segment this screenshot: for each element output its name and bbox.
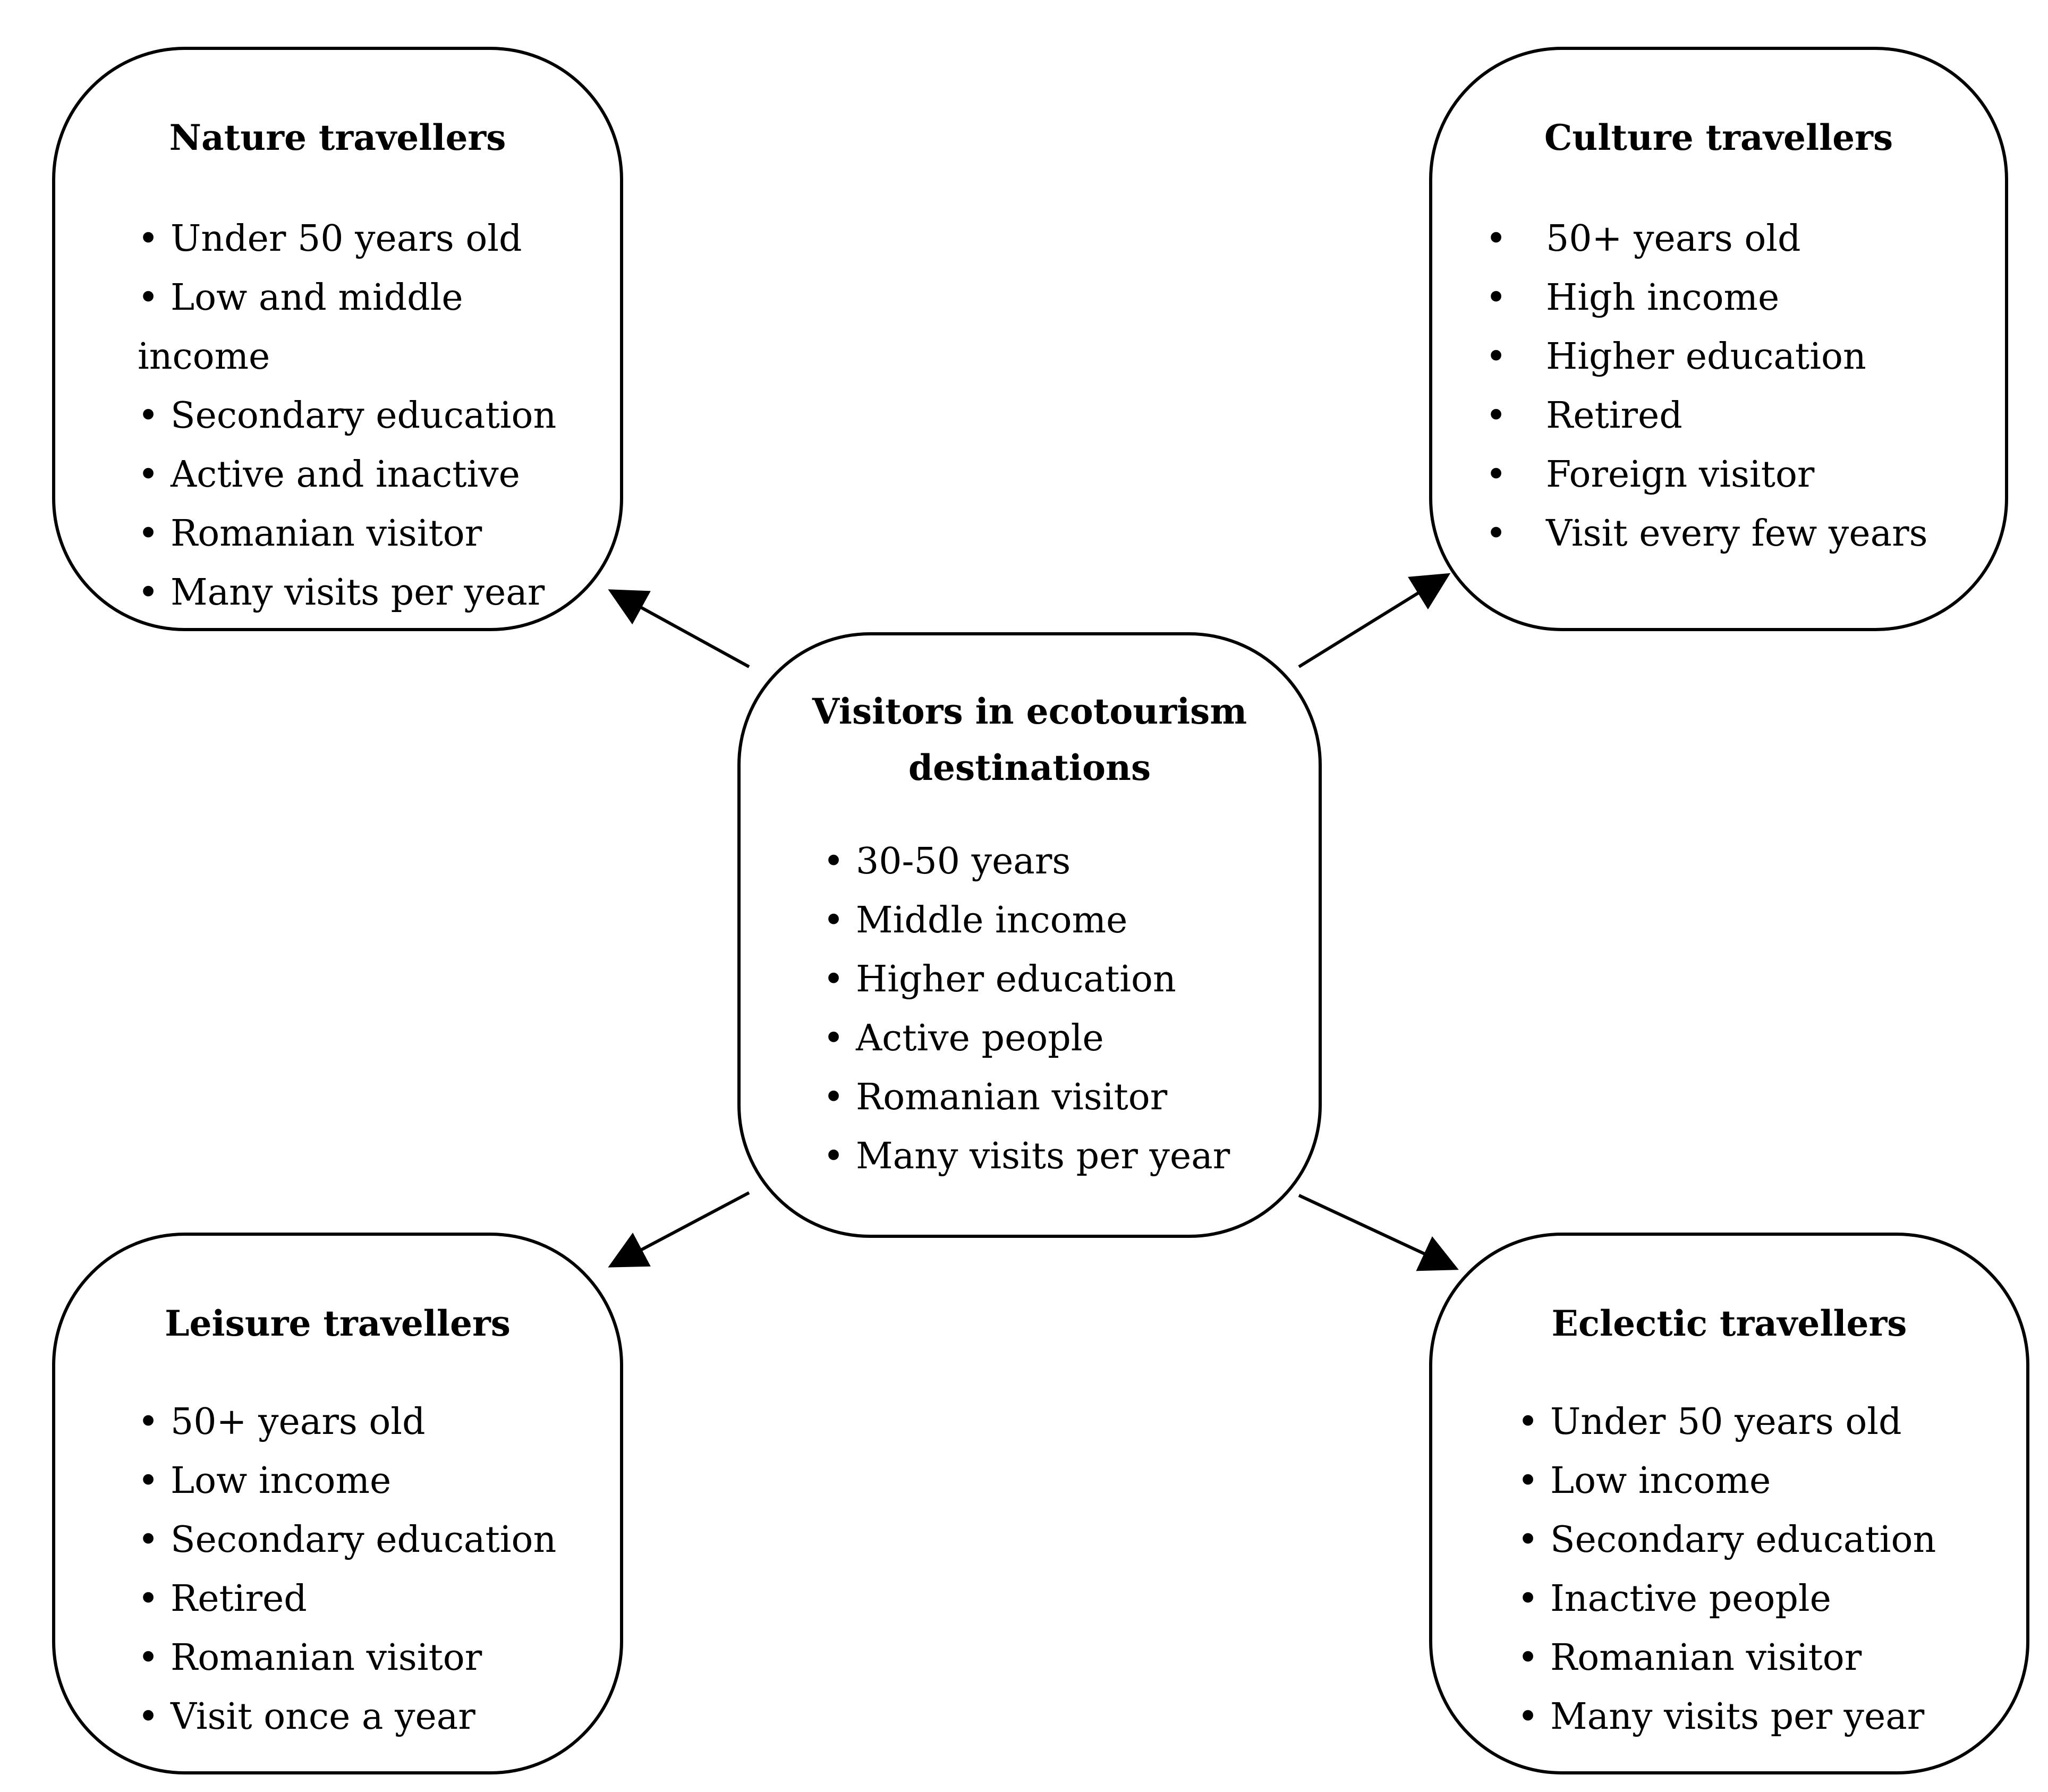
culture-travellers-list: •50+ years old •High income •Higher educ… [1485,209,1928,563]
list-item: •Low income [138,1460,392,1502]
ecotourism-visitors-title-line2: destinations [908,747,1151,788]
list-item: •Middle income [823,899,1128,941]
list-item: •Active people [823,1017,1104,1059]
list-item: •Romanian visitor [138,1637,482,1679]
arrow-to-leisure [608,1191,750,1268]
list-item: •Retired [138,1578,307,1620]
list-item: •Many visits per year [1517,1696,1925,1738]
list-item: •Secondary education [138,395,557,437]
list-item: •Romanian visitor [1517,1637,1862,1679]
arrow-to-culture [1298,573,1451,668]
list-item: •Low income [1517,1460,1771,1502]
eclectic-travellers-title: Eclectic travellers [1551,1303,1907,1344]
list-item: •Many visits per year [823,1135,1230,1177]
leisure-travellers-box: Leisure travellers •50+ years old •Low i… [52,1233,623,1774]
list-item: •Active and inactive [138,454,520,496]
list-item: •Secondary education [1517,1519,1936,1561]
list-item: •Romanian visitor [823,1076,1168,1118]
list-item: •Higher education [823,958,1176,1000]
list-item: •Under 50 years old [138,218,522,260]
eclectic-travellers-list: •Under 50 years old •Low income •Seconda… [1517,1392,1936,1746]
nature-travellers-title: Nature travellers [169,117,506,158]
list-item: •50+ years old [1485,218,1801,260]
arrow-to-nature [608,589,750,668]
list-item: •50+ years old [138,1401,426,1443]
list-item: •Secondary education [138,1519,557,1561]
list-item: •Visit once a year [138,1696,475,1738]
list-item: •Inactive people [1517,1578,1831,1620]
ecotourism-visitors-title-line1: Visitors in ecotourism [812,691,1247,732]
list-item: •Many visits per year [138,572,545,614]
ecotourism-visitors-box: Visitors in ecotourism destinations •30-… [737,632,1322,1238]
eclectic-travellers-box: Eclectic travellers •Under 50 years old … [1429,1233,2029,1774]
list-item: •Higher education [1485,336,1866,378]
ecotourism-visitors-list: •30-50 years •Middle income •Higher educ… [823,832,1230,1186]
arrow-to-eclectic [1298,1194,1459,1271]
list-item: •Romanian visitor [138,513,482,555]
leisure-travellers-title: Leisure travellers [165,1303,511,1344]
nature-travellers-list: •Under 50 years old •Low and middle inco… [138,209,556,622]
list-item: •High income [1485,277,1780,319]
culture-travellers-title: Culture travellers [1544,117,1893,158]
list-item: •30-50 years [823,840,1071,882]
leisure-travellers-list: •50+ years old •Low income •Secondary ed… [138,1392,556,1746]
list-item: •Low and middle income [138,277,463,378]
list-item: •Visit every few years [1485,513,1928,555]
list-item: •Retired [1485,395,1682,437]
list-item: •Under 50 years old [1517,1401,1902,1443]
nature-travellers-box: Nature travellers •Under 50 years old •L… [52,47,623,631]
list-item: •Foreign visitor [1485,454,1815,496]
culture-travellers-box: Culture travellers •50+ years old •High … [1429,47,2008,631]
